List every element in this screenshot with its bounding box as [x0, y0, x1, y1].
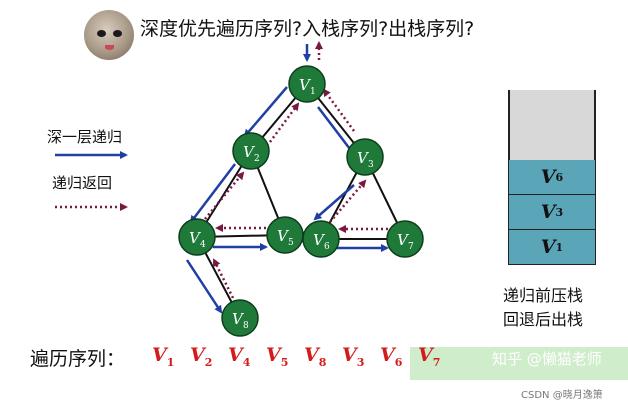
node-v5-letter: V [277, 227, 290, 245]
recurse-arrow-v3-v6 [313, 184, 355, 221]
return-arrow-v8-v4 [212, 258, 235, 299]
return-arrow-v6-v3 [329, 179, 367, 223]
node-v3: V 3 [346, 138, 384, 176]
node-v6-sub: 6 [324, 242, 330, 252]
node-v3-letter: V [357, 149, 370, 167]
sequence-item: V3 [342, 344, 380, 369]
graph-nodes: V 1 V 2 V 3 V 4 V 5 V 6 V [178, 65, 424, 337]
page-title: 深度优先遍历序列?入栈序列?出栈序列? [140, 18, 475, 40]
legend-recurse-label: 深一层递归 [47, 128, 123, 146]
node-v8-sub: 8 [243, 321, 249, 331]
sequence-item: V5 [266, 344, 304, 369]
recurse-arrow-v1-v2 [243, 86, 288, 138]
node-v7-letter: V [397, 231, 410, 249]
node-v1-sub: 1 [310, 87, 316, 97]
stack-item-sub: 1 [555, 240, 564, 254]
sequence-item-sub: 1 [166, 355, 175, 369]
stack-item-letter: V [540, 236, 556, 258]
stack-item-sub: 6 [555, 170, 564, 184]
node-v4: V 4 [178, 218, 216, 256]
watermark-background [410, 347, 628, 380]
sequence-label: 遍历序列： [30, 348, 126, 370]
csdn-watermark: CSDN @晓月逸箫 [521, 390, 603, 401]
sequence-item-sub: 5 [280, 355, 289, 369]
sequence-item: V1 [152, 344, 190, 369]
stack-caption: 递归前压栈 回退后出栈 [503, 284, 583, 332]
node-v7-sub: 7 [408, 242, 414, 252]
node-v4-sub: 4 [200, 240, 206, 250]
avatar [84, 10, 134, 60]
sequence-item: V8 [304, 344, 342, 369]
recurse-arrow-v4-v8 [185, 259, 223, 314]
sequence-item-letter: V [418, 344, 433, 366]
node-v3-sub: 3 [368, 160, 374, 170]
return-arrow-v2-v1 [265, 102, 300, 147]
avatar-eye-right [113, 30, 122, 37]
sequence-item-sub: 4 [242, 355, 251, 369]
legend-return-label: 递归返回 [52, 174, 113, 192]
stack-caption-line2: 回退后出栈 [503, 310, 584, 329]
return-arrows [204, 41, 388, 299]
sequence-item: V4 [228, 344, 266, 369]
return-arrow-v3-v1 [322, 88, 356, 132]
node-v5-sub: 5 [288, 238, 294, 248]
node-v8-letter: V [232, 310, 245, 328]
sequence-item: V2 [190, 344, 228, 369]
sequence-item-letter: V [228, 344, 243, 366]
sequence-item-sub: 7 [432, 355, 441, 369]
zhihu-watermark: 知乎 @懒猫老师 [492, 350, 602, 368]
node-v2: V 2 [232, 132, 270, 170]
stack-caption-line1: 递归前压栈 [503, 286, 584, 305]
stack-item-letter: V [540, 166, 556, 188]
edges [196, 83, 406, 319]
recurse-arrows [185, 44, 389, 314]
node-v1-letter: V [299, 76, 312, 94]
sequence-item-letter: V [342, 344, 357, 366]
sequence-item-sub: 2 [204, 355, 213, 369]
sequence-item-sub: 8 [318, 355, 327, 369]
sequence-item-letter: V [380, 344, 395, 366]
sequence-item-letter: V [190, 344, 205, 366]
avatar-eye-left [97, 30, 106, 37]
sequence-item-sub: 6 [394, 355, 403, 369]
sequence-item-sub: 3 [356, 355, 365, 369]
node-v6: V 6 [302, 220, 340, 258]
node-v7: V 7 [386, 220, 424, 258]
node-v1: V 1 [288, 65, 326, 103]
stack-empty-area [508, 90, 596, 160]
recurse-arrow-v2-v4 [189, 163, 236, 224]
stack-item-sub: 3 [555, 205, 564, 219]
node-v8: V 8 [221, 299, 259, 337]
node-v2-letter: V [243, 143, 256, 161]
node-v4-letter: V [189, 229, 202, 247]
node-v6-letter: V [313, 231, 326, 249]
node-v2-sub: 2 [254, 154, 260, 164]
sequence-item-letter: V [266, 344, 281, 366]
avatar-mouth [105, 45, 114, 50]
sequence-item-letter: V [152, 344, 167, 366]
sequence-item: V7 [418, 344, 456, 369]
stack-item-letter: V [540, 201, 556, 223]
sequence-item: V6 [380, 344, 418, 369]
sequence-item-letter: V [304, 344, 319, 366]
node-v5: V 5 [266, 216, 304, 254]
